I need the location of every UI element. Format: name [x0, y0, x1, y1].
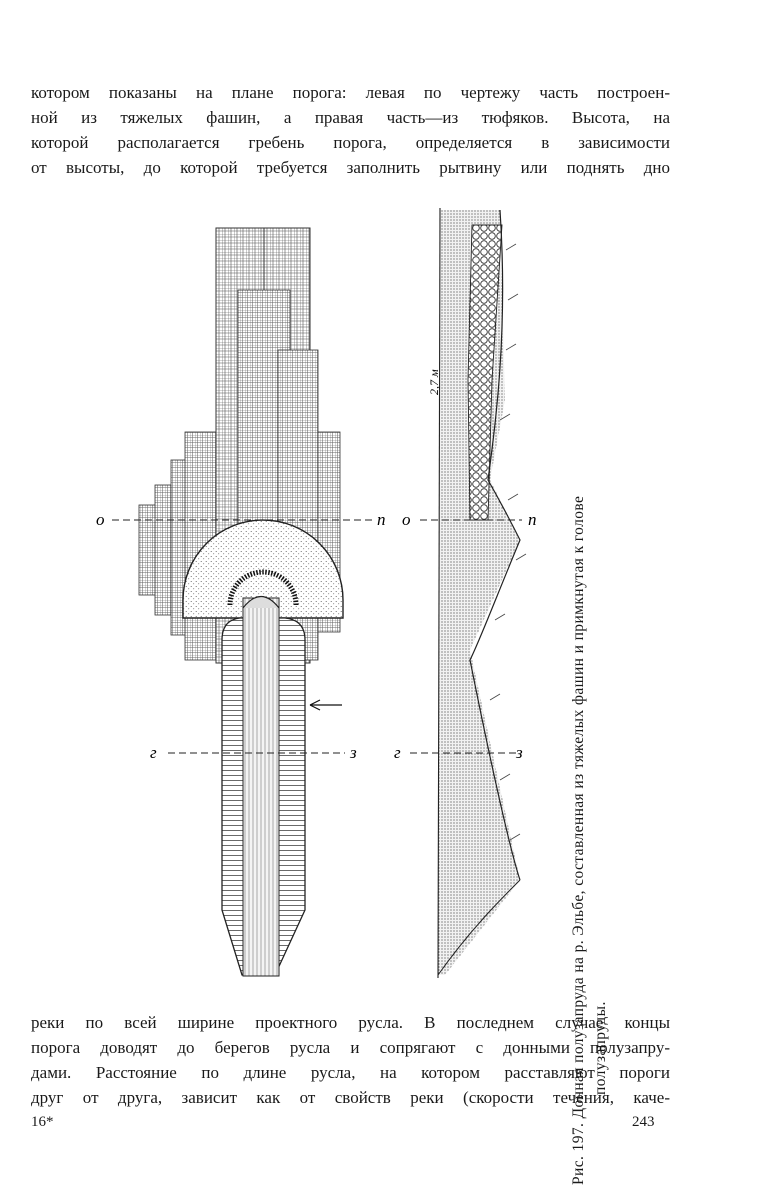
label-r-section: г: [394, 743, 401, 762]
groyne-head: [182, 519, 344, 619]
water-line: [437, 207, 441, 979]
text-line: порога доводят до берегов русла и сопряг…: [31, 1038, 670, 1057]
toe-line: [437, 879, 521, 976]
depth-label: 2,7 м: [427, 369, 441, 395]
crest-cap: [242, 595, 280, 609]
label-r-plan: г: [150, 743, 157, 762]
page-number: 243: [632, 1114, 655, 1130]
label-o-section: о: [402, 510, 411, 529]
text-line: которой располагается гребень порога, оп…: [31, 133, 670, 152]
figure-197: о п г з о п г з 2,7 м Рис. 197. Донная п…: [0, 190, 768, 1185]
text-line: от высоты, до которой требуется заполнит…: [31, 158, 670, 177]
paragraph-top: котором показаны на плане порога: левая …: [31, 80, 670, 180]
text-line: ной из тяжелых фашин, а правая часть—из …: [31, 108, 670, 127]
head-inner-ring: [227, 569, 299, 606]
section-bed: [438, 210, 520, 975]
label-n-plan: п: [377, 510, 386, 529]
text-line: друг от друга, зависит как от свойств ре…: [31, 1088, 670, 1107]
paragraph-bottom: реки по всей ширине проектного русла. В …: [31, 1010, 670, 1110]
text-line: реки по всей ширине проектного русла. В …: [31, 1013, 670, 1032]
flow-arrowhead: [309, 699, 321, 711]
label-n-section: п: [528, 510, 537, 529]
label-s-plan: з: [349, 743, 357, 762]
text-line: котором показаны на плане порога: левая …: [31, 83, 670, 102]
label-o-plan: о: [96, 510, 105, 529]
section-view: [410, 207, 527, 979]
groyne-crest: [242, 597, 280, 977]
text-line: дами. Расстояние по длине русла, на кото…: [31, 1063, 670, 1082]
signature-mark: 16*: [31, 1114, 54, 1130]
ground-line: [469, 209, 521, 881]
plan-view: [112, 227, 372, 977]
label-s-section: з: [515, 743, 523, 762]
figure-drawing: о п г з о п г з 2,7 м: [96, 207, 537, 979]
